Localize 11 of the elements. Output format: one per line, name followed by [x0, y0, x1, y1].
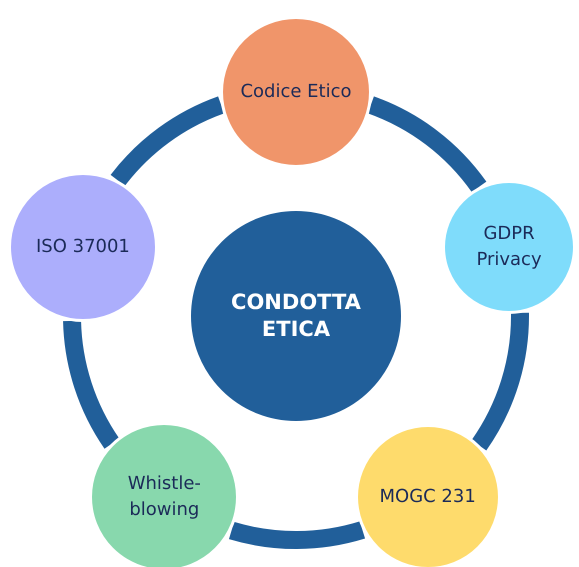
node-label: GDPR Privacy	[475, 222, 543, 272]
ring-connector	[367, 96, 486, 192]
node-label: Codice Etico	[239, 80, 353, 104]
ring-connector	[229, 521, 365, 549]
ring-connector	[471, 312, 529, 450]
node-label: ISO 37001	[35, 234, 131, 259]
node-label: CONDOTTA ETICA	[230, 288, 362, 343]
ring-connector	[110, 96, 225, 186]
node-label: Whistle- blowing	[126, 472, 202, 522]
node-label: MOGC 231	[378, 485, 477, 510]
ring-connector	[63, 320, 120, 448]
